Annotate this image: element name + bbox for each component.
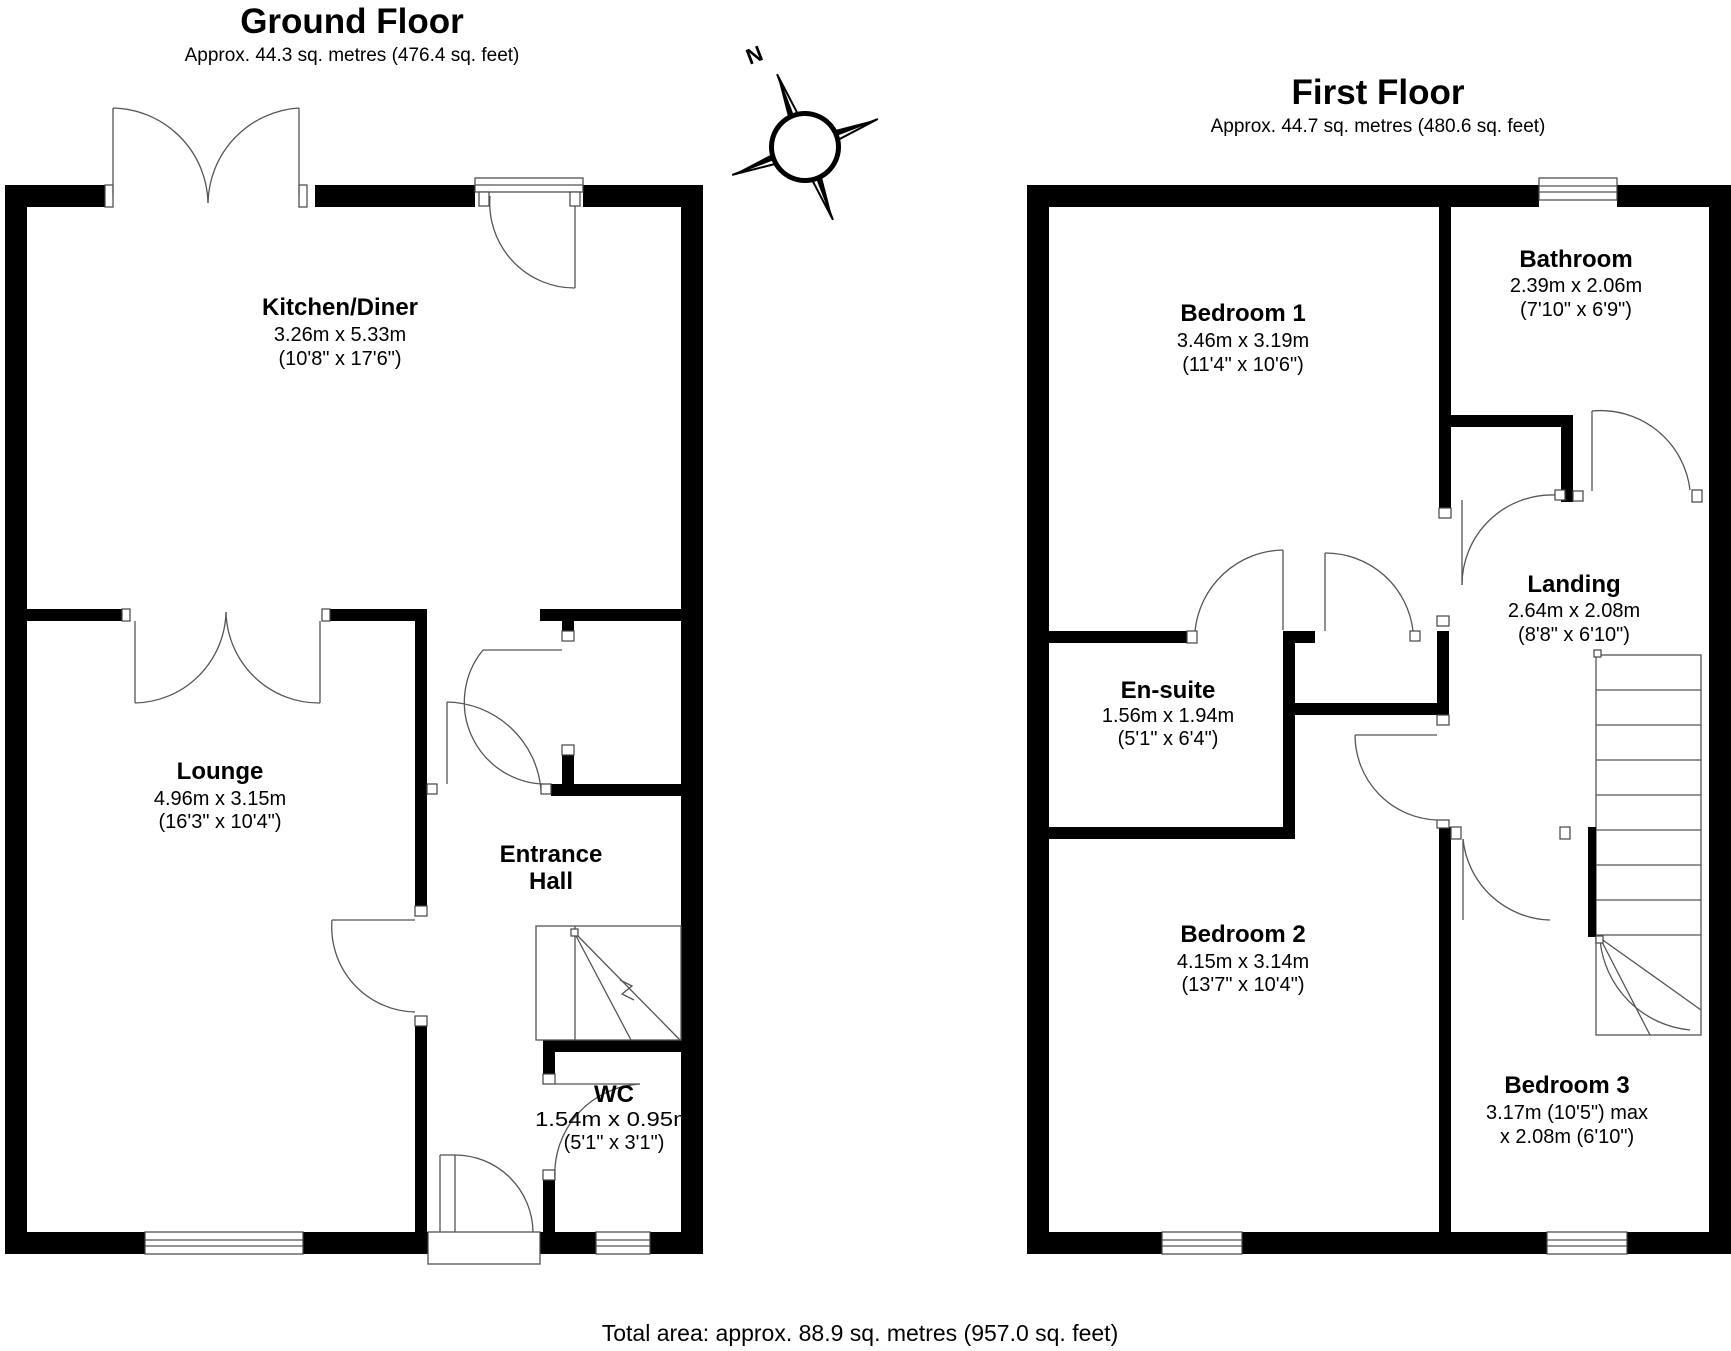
gf-window-wc: [595, 1231, 651, 1255]
ff-bedroom2-door: [1354, 714, 1450, 829]
total-area: Total area: approx. 88.9 sq. metres (957…: [602, 1320, 1119, 1346]
ff-wall-top: [1027, 185, 1539, 207]
room-hall-name-line1: Entrance: [500, 841, 603, 868]
ff-bathroom-door: [1572, 409, 1703, 503]
room-lounge-name: Lounge: [177, 758, 264, 785]
room-bedroom1-imperial: (11'4" x 10'6"): [1182, 354, 1304, 376]
room-bathroom-imperial: (7'10" x 6'9"): [1520, 299, 1632, 321]
gf-wall-cupboard-bottom: [551, 784, 681, 796]
ground-floor-plan: [5, 107, 703, 1265]
ff-wall-top: [1617, 185, 1731, 207]
room-bathroom-metric: 2.39m x 2.06m: [1510, 275, 1642, 297]
gf-back-door: [478, 191, 581, 289]
ff-wall-bottom: [1242, 1232, 1547, 1254]
room-kitchen-imperial: (10'8" x 17'6"): [278, 348, 401, 370]
ff-wall-bath-bottom: [1451, 415, 1573, 427]
room-bedroom3-metric: 3.17m (10'5") max: [1486, 1102, 1648, 1124]
gf-wall-lounge-right: [415, 1026, 427, 1232]
room-hall-name-line2: Hall: [529, 868, 573, 895]
ff-wall-cupboard: [1437, 631, 1449, 715]
room-bedroom2-name: Bedroom 2: [1180, 921, 1305, 948]
room-bedroom1-metric: 3.46m x 3.19m: [1177, 330, 1309, 352]
gf-wall-wc-left: [543, 1180, 555, 1232]
room-kitchen-metric: 3.26m x 5.33m: [274, 324, 406, 346]
gf-wall-right: [681, 185, 703, 1254]
ff-cupboard-door: [1324, 552, 1450, 642]
ff-bedroom3-door: [1450, 826, 1571, 921]
ff-window-bathroom: [1538, 177, 1618, 201]
gf-wall-top: [583, 185, 703, 207]
gf-french-doors-lounge: [121, 608, 331, 704]
gf-stairs: [535, 925, 682, 1041]
ff-ensuite-door: [1186, 549, 1284, 644]
ff-window-bed2: [1161, 1231, 1243, 1255]
ff-wall-cupboard: [1295, 703, 1449, 715]
ground-floor-area: Approx. 44.3 sq. metres (476.4 sq. feet): [185, 45, 520, 66]
room-bedroom2-imperial: (13'7" x 10'4"): [1181, 974, 1304, 996]
gf-wall-lounge-right: [415, 609, 427, 906]
gf-hall-door: [426, 701, 552, 795]
room-ensuite-name: En-suite: [1121, 677, 1216, 704]
first-floor-plan: [1027, 177, 1731, 1255]
room-bedroom1-name: Bedroom 1: [1180, 300, 1305, 327]
gf-wall-top: [5, 185, 105, 207]
room-lounge-imperial: (16'3" x 10'4"): [158, 811, 281, 833]
ff-wall-bed1-bottom: [1292, 631, 1315, 643]
room-bathroom-name: Bathroom: [1519, 246, 1632, 273]
gf-wall-left: [5, 185, 27, 1254]
room-ensuite-imperial: (5'1" x 6'4"): [1118, 728, 1219, 750]
room-wc-imperial: (5'1" x 3'1"): [564, 1132, 665, 1154]
room-landing-metric: 2.64m x 2.08m: [1508, 600, 1640, 622]
gf-front-door: [427, 1154, 541, 1265]
gf-wall-wc-top: [543, 1040, 681, 1052]
gf-wall-bottom: [5, 1232, 145, 1254]
compass-rose: [731, 73, 879, 221]
ff-wall-bed1-bath: [1439, 207, 1451, 508]
ff-wall-ensuite-right: [1283, 631, 1295, 839]
compass-north-label: N: [742, 40, 766, 69]
ff-wall-bottom: [1627, 1232, 1731, 1254]
ff-wall-bed3: [1439, 827, 1451, 1232]
gf-lounge-door: [331, 905, 428, 1027]
gf-wall-wc-left: [543, 1040, 555, 1074]
gf-wall-cupboard-top: [540, 609, 681, 621]
first-floor-title: First Floor: [1291, 73, 1464, 112]
ff-wall-left: [1027, 185, 1049, 1254]
ff-window-bed3: [1546, 1231, 1628, 1255]
gf-wall-lounge-top: [330, 609, 425, 621]
room-wc-metric: 1.54m x 0.95m: [535, 1109, 693, 1131]
room-wc-name: WC: [594, 1081, 634, 1108]
ff-bedroom1-door: [1438, 489, 1566, 586]
ff-wall-bottom: [1027, 1232, 1162, 1254]
room-lounge-metric: 4.96m x 3.15m: [154, 788, 286, 810]
gf-french-doors-kitchen: [104, 107, 308, 208]
gf-wall-bottom: [540, 1232, 596, 1254]
room-landing-imperial: (8'8" x 6'10"): [1518, 624, 1630, 646]
ground-floor-title: Ground Floor: [240, 2, 464, 41]
room-kitchen-name: Kitchen/Diner: [262, 294, 418, 321]
gf-wall-lounge-top: [27, 609, 122, 621]
first-floor-area: Approx. 44.7 sq. metres (480.6 sq. feet): [1211, 116, 1546, 137]
gf-wall-top: [315, 185, 475, 207]
room-bedroom2-metric: 4.15m x 3.14m: [1177, 951, 1309, 973]
ff-stairs: [1588, 649, 1702, 1036]
ff-wall-bath-stub: [1561, 415, 1573, 502]
ff-wall-bed1-bottom: [1049, 631, 1187, 643]
gf-wc-door: [542, 1073, 641, 1181]
gf-wall-bottom: [650, 1232, 703, 1254]
room-bedroom3-imperial: x 2.08m (6'10"): [1500, 1126, 1634, 1148]
ff-wall-right: [1709, 185, 1731, 1254]
gf-wall-bottom: [303, 1232, 428, 1254]
gf-cupboard-door: [463, 630, 575, 785]
room-bedroom3-name: Bedroom 3: [1504, 1072, 1629, 1099]
room-landing-name: Landing: [1527, 571, 1620, 598]
room-ensuite-metric: 1.56m x 1.94m: [1102, 705, 1234, 727]
gf-window-lounge: [144, 1231, 304, 1255]
ff-wall-ensuite-bottom: [1049, 827, 1295, 839]
